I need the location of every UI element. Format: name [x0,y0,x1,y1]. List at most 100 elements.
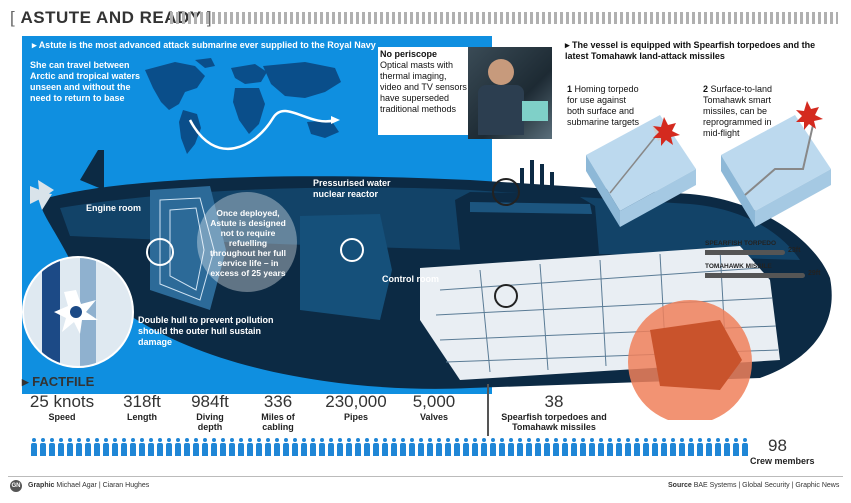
crew-person-icon [462,438,469,456]
crew-person-icon [597,438,604,456]
crew-person-icon [615,438,622,456]
fact-label: Pipes [343,412,368,422]
fact-value: 230,000 [325,392,387,411]
crew-person-icon [687,438,694,456]
crew-person-icon [300,438,307,456]
crew-person-icon [165,438,172,456]
intro-text-content: Astute is the most advanced attack subma… [38,40,376,50]
crew-person-icon [732,438,739,456]
crew-person-icon [192,438,199,456]
crew-person-icon [651,438,658,456]
fact-valves: 5,000 Valves [402,392,466,422]
crew-person-icon [156,438,163,456]
crew-person-icon [345,438,352,456]
control-room-label: Control room [382,274,439,284]
reactor-label: Pressurised water nuclear reactor [313,178,391,199]
crew-person-icon [543,438,550,456]
operator-photo [468,47,552,139]
crew-person-icon [399,438,406,456]
crew-person-icon [255,438,262,456]
crew-person-icon [138,438,145,456]
crew-person-icon [579,438,586,456]
graphic-news-logo: GN [10,480,22,492]
crew-person-icon [669,438,676,456]
crew-person-icon [246,438,253,456]
missile-length: 29ft [808,270,821,277]
crew-person-icon [471,438,478,456]
crew-person-icon [660,438,667,456]
engine-room-label: Engine room [86,203,142,213]
deploy-circle [197,192,297,292]
crew-person-icon [237,438,244,456]
weapon-item-2: 2 Surface-to-land Tomahawk smart missile… [703,84,785,139]
source-credit-label: Source [668,482,692,489]
weapon-item-1-num: 1 [567,84,573,94]
periscope-title: No periscope [380,49,438,59]
crew-person-icon [102,438,109,456]
fact-value: 25 knots [29,392,95,411]
crew-person-icon [318,438,325,456]
header-rule [170,12,838,24]
reactor-callout-circle [340,238,364,262]
mast-callout-circle [492,178,520,206]
periscope-text: Optical masts with thermal imaging, vide… [380,60,467,114]
crew-person-icon [39,438,46,456]
torpedo-diagram [586,115,696,227]
missile-explosion-icon [796,101,823,130]
crew-person-icon [48,438,55,456]
crew-person-icon [111,438,118,456]
missile-diagram [721,101,831,227]
crew-person-icon [93,438,100,456]
crew-person-icon [291,438,298,456]
crew-person-icon [561,438,568,456]
factfile-title-text: FACTFILE [32,374,95,389]
crew-person-icon [282,438,289,456]
fact-length: 318ft Length [112,392,172,422]
crew-person-icon [444,438,451,456]
crew-person-icon [489,438,496,456]
fact-speed: 25 knots Speed [22,392,102,422]
crew-person-icon [183,438,190,456]
crew-person-icon [381,438,388,456]
crew-person-icon [273,438,280,456]
crew-person-icon [75,438,82,456]
fact-value: 984ft [191,392,229,411]
title-text: ASTUTE AND READY [20,8,202,27]
crew-person-icon [435,438,442,456]
crew-person-icon [741,438,748,456]
footer-rule [8,476,843,477]
crew-person-icon [525,438,532,456]
periscope-box [378,47,470,135]
torpedo-length: 23ft [788,247,801,254]
weapon-item-2-text: Surface-to-land Tomahawk smart missiles,… [703,84,773,138]
crew-person-icon [606,438,613,456]
explosion-icon [54,290,98,334]
crew-person-icon [120,438,127,456]
weapons-divider [487,384,489,436]
crew-person-icon [219,438,226,456]
crew-person-icon [66,438,73,456]
hull-label: Double hull to prevent pollution should … [138,315,274,347]
crew-person-icon [507,438,514,456]
fact-value: 38 [544,392,564,411]
crew-person-icon [363,438,370,456]
explosion-icon [653,117,680,146]
crew-icons [30,438,750,458]
factfile-title: ▸ FACTFILE [22,374,95,389]
crew-person-icon [498,438,505,456]
fact-label: Valves [419,412,449,422]
fact-label: Diving depth [196,412,224,432]
crew-person-icon [408,438,415,456]
propeller-icon [30,180,54,210]
deploy-text: Once deployed, Astute is designed not to… [209,208,286,278]
crew-person-icon [696,438,703,456]
crew-person-icon [570,438,577,456]
crew-person-icon [57,438,64,456]
fact-label: Miles of cabling [261,412,295,432]
operator-body [478,85,524,135]
control-callout-circle [494,284,518,308]
world-map [145,58,341,154]
crew-count: 98 [768,436,787,455]
fact-value: 5,000 [412,392,456,411]
crew-person-icon [228,438,235,456]
